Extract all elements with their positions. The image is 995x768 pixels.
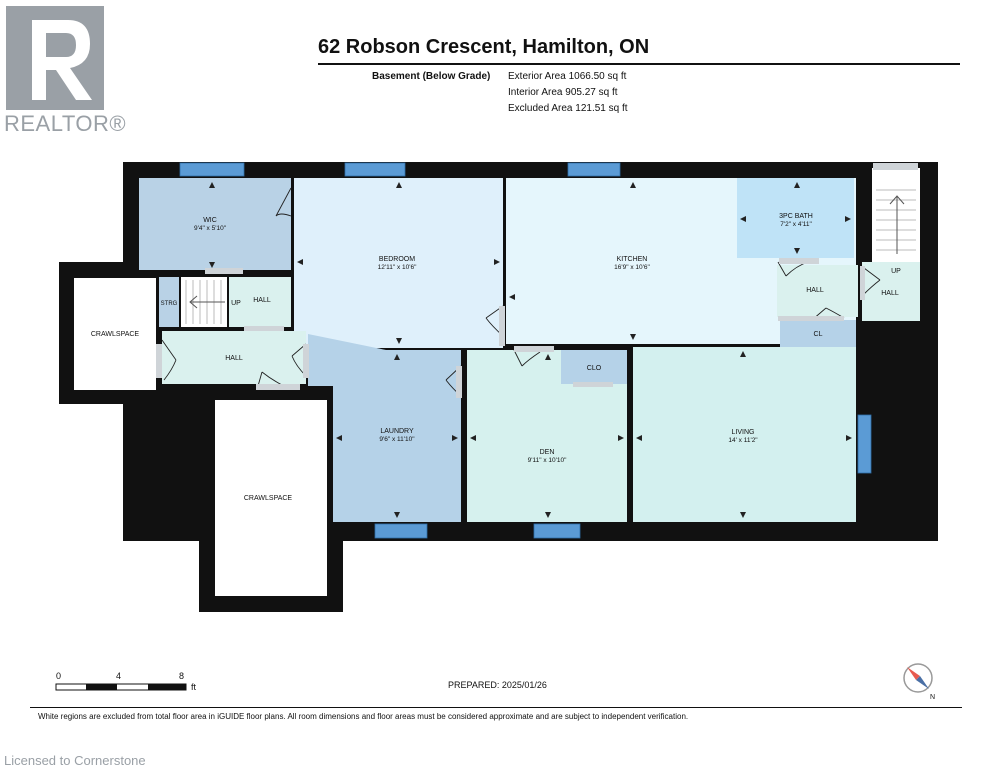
label-wic: WIC xyxy=(203,217,217,224)
dims-laundry: 9'6" x 11'10" xyxy=(379,436,415,443)
dims-den: 9'11" x 10'10" xyxy=(528,457,567,464)
room-cl xyxy=(780,320,856,348)
room-crawlspace-bottom xyxy=(215,400,327,596)
label-kitchen: KITCHEN xyxy=(617,256,648,263)
room-crawlspace-left xyxy=(74,278,156,390)
scale-label-8: 8 xyxy=(179,671,185,681)
dims-wic: 9'4" x 5'10" xyxy=(194,225,227,232)
stair-treads-right xyxy=(876,189,916,251)
label-storage: STRG xyxy=(161,301,178,307)
label-crawlspace-left: CRAWLSPACE xyxy=(91,331,140,338)
room-storage xyxy=(159,277,179,327)
label-hall-center: HALL xyxy=(806,287,824,294)
label-up-left: UP xyxy=(231,300,241,307)
scale-label-4: 4 xyxy=(116,671,122,681)
label-bedroom: BEDROOM xyxy=(379,256,415,263)
dims-living: 14' x 11'2" xyxy=(728,437,758,444)
realtor-r-mark xyxy=(6,6,104,110)
disclaimer-text: White regions are excluded from total fl… xyxy=(38,712,689,721)
stair-arrow-icon xyxy=(889,195,905,254)
room-hall-center xyxy=(777,265,858,317)
room-bath xyxy=(737,178,854,258)
label-hall-left: HALL xyxy=(225,355,243,362)
prepared-date: PREPARED: 2025/01/26 xyxy=(448,680,547,690)
label-up-right: UP xyxy=(891,268,901,275)
label-den: DEN xyxy=(540,449,555,456)
door-hall-left-2 xyxy=(161,339,177,381)
door-wic xyxy=(275,187,292,217)
dims-kitchen: 16'9" x 10'6" xyxy=(614,264,650,271)
dims-bedroom: 12'11" x 10'6" xyxy=(378,264,417,271)
label-bath: 3PC BATH xyxy=(779,213,813,220)
realtor-logo xyxy=(6,6,104,110)
room-hall-stairs xyxy=(862,262,920,321)
compass-icon: N xyxy=(903,663,935,701)
openings xyxy=(156,163,918,398)
door-den xyxy=(513,349,541,367)
room-bedroom xyxy=(294,178,503,348)
svg-text:N: N xyxy=(930,694,935,701)
room-laundry xyxy=(308,334,461,522)
interior-area: Interior Area 905.27 sq ft xyxy=(508,87,618,98)
room-living xyxy=(633,347,856,522)
exterior-area: Exterior Area 1066.50 sq ft xyxy=(508,71,627,82)
label-crawlspace-bottom: CRAWLSPACE xyxy=(244,495,293,502)
window-kitchen xyxy=(567,162,621,177)
label-hall-upper-left: HALL xyxy=(253,297,271,304)
license-text: Licensed to Cornerstone xyxy=(4,753,146,768)
footer-divider xyxy=(30,707,962,708)
room-hall-upper-left xyxy=(229,277,291,327)
window-bedroom xyxy=(344,162,406,177)
window-den xyxy=(533,523,581,539)
label-closet: CLO xyxy=(587,365,602,372)
page-title: 62 Robson Crescent, Hamilton, ON xyxy=(318,36,650,58)
scale-unit: ft xyxy=(191,682,197,692)
stair-arrow-left-icon xyxy=(189,295,225,309)
scale-bar xyxy=(55,683,187,691)
label-cl: CL xyxy=(814,331,823,338)
window-living xyxy=(857,414,872,474)
level-label: Basement (Below Grade) xyxy=(372,71,491,82)
label-living: LIVING xyxy=(732,429,755,436)
dims-bath: 7'2" x 4'11" xyxy=(780,221,812,228)
title-divider xyxy=(318,63,960,65)
room-closet xyxy=(561,350,627,384)
window-wic xyxy=(179,162,245,177)
room-hall-left xyxy=(162,331,306,384)
windows xyxy=(179,162,872,539)
dimension-ticks xyxy=(209,182,852,518)
realtor-logo-text: REALTOR® xyxy=(4,111,127,136)
scale-label-0: 0 xyxy=(56,671,62,681)
window-laundry xyxy=(374,523,428,539)
label-hall-stairs: HALL xyxy=(881,290,899,297)
label-laundry: LAUNDRY xyxy=(380,428,414,435)
room-wic xyxy=(139,178,291,270)
excluded-area: Excluded Area 121.51 sq ft xyxy=(508,103,628,114)
